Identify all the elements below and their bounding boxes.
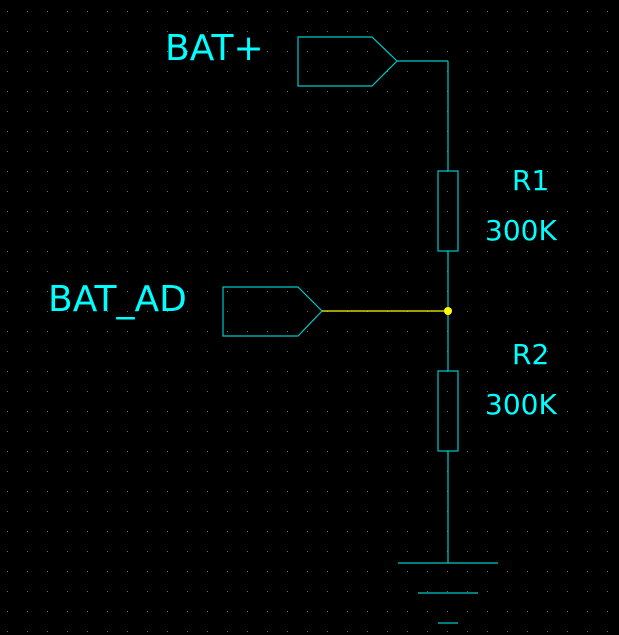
port-bat-ad[interactable]: BAT_AD: [48, 279, 448, 337]
resistor-r2[interactable]: R2 300K: [437, 311, 557, 563]
port-bat-plus-symbol: [297, 36, 398, 87]
resistor-r1[interactable]: R1 300K: [437, 61, 557, 311]
resistor-r2-ref: R2: [512, 338, 549, 371]
port-bat-ad-label: BAT_AD: [48, 279, 187, 320]
resistor-r2-value: 300K: [485, 388, 557, 421]
port-bat-plus-label: BAT+: [165, 28, 264, 69]
ground-symbol[interactable]: [398, 562, 498, 624]
port-bat-ad-symbol: [222, 286, 323, 337]
junction-dot: [444, 307, 452, 315]
grid-dots: [7, 11, 608, 632]
port-bat-plus[interactable]: BAT+: [165, 28, 448, 87]
resistor-r1-value: 300K: [485, 214, 557, 247]
resistor-r1-ref: R1: [512, 164, 549, 197]
